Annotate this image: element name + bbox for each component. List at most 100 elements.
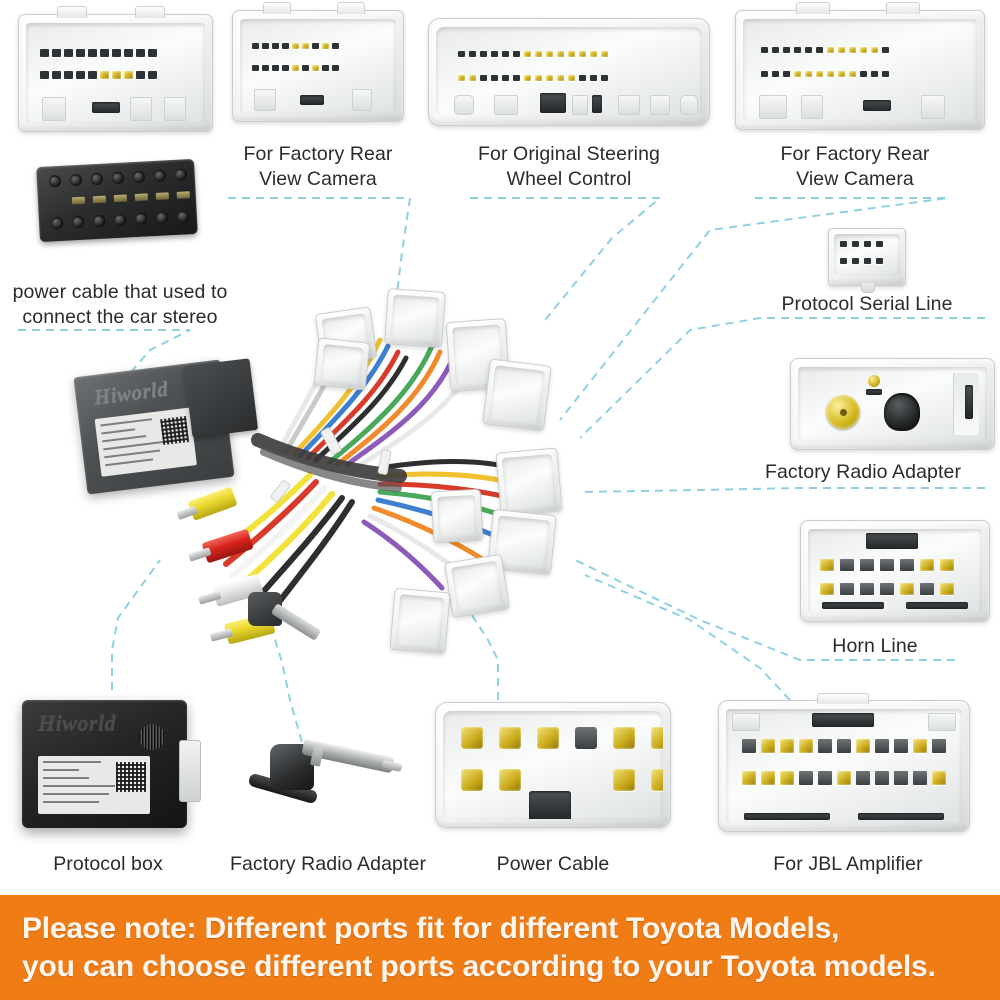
label-text-line [101, 428, 136, 435]
caption-power-cable-stereo: power cable that used to connect the car… [12, 281, 228, 328]
key-block [801, 95, 823, 119]
factory-radio-adapter-connector[interactable] [790, 358, 995, 450]
sub-connector-bottom-right[interactable] [443, 553, 511, 619]
corner-key [732, 713, 760, 731]
pin [772, 47, 779, 53]
pin [100, 49, 109, 57]
caption-protocol-serial-line: Protocol Serial Line [781, 293, 953, 315]
pin [40, 71, 49, 79]
small-slot [866, 389, 882, 395]
connector-well [443, 711, 663, 819]
latch-tab [135, 6, 165, 18]
wiring-harness-hub[interactable]: Hiworld [73, 288, 700, 670]
bottom-bar [858, 813, 944, 820]
pin-slot [742, 739, 756, 753]
pin-gold [913, 739, 927, 753]
rear-view-camera-connector-left[interactable] [232, 2, 404, 122]
pin-gold [302, 43, 309, 49]
caption-horn-line: Horn Line [832, 635, 918, 657]
caption-rear-view-camera-left: For Factory Rear View Camera [243, 143, 393, 190]
power-cable-connector[interactable] [435, 702, 671, 828]
caption-power-cable: Power Cable [496, 853, 610, 875]
protocol-box[interactable]: Hiworld [22, 700, 201, 828]
pin-gold [292, 65, 299, 71]
steering-wheel-control-connector[interactable] [428, 18, 710, 126]
sub-connector-right-mid[interactable] [495, 447, 563, 517]
pin-gold [461, 727, 483, 749]
pin-gold [849, 47, 856, 53]
rear-view-camera-connector-right[interactable] [735, 2, 985, 130]
pin-hole [50, 216, 64, 230]
pin-gold [524, 75, 531, 81]
caption-factory-radio-adapter-bottom: Factory Radio Adapter [229, 853, 427, 875]
pin-slot [860, 583, 874, 595]
pin [76, 71, 85, 79]
pin-gold [838, 47, 845, 53]
pin [860, 71, 867, 77]
factory-radio-antenna-adapter[interactable] [247, 726, 403, 822]
qr-code [160, 416, 190, 446]
box-side-connector [179, 740, 201, 802]
caption-rear-view-camera-right: For Factory Rear View Camera [780, 143, 930, 190]
pin [805, 47, 812, 53]
top-center-slot [866, 533, 918, 549]
pin [64, 49, 73, 57]
protocol-serial-line-connector[interactable] [828, 228, 906, 293]
pin-hole [174, 168, 188, 181]
pin [332, 43, 339, 49]
pin-gold [900, 583, 914, 595]
pin-gold [871, 47, 878, 53]
pin-gold [940, 583, 954, 595]
pin [469, 51, 476, 57]
keyed-slot [592, 95, 602, 113]
key-block [921, 95, 945, 119]
connector-well [26, 23, 205, 123]
antenna-right-angle-plug[interactable] [248, 592, 322, 654]
pin-gold [124, 71, 133, 79]
pin-hole [90, 172, 104, 186]
sub-connector-upper-left-2[interactable] [313, 337, 371, 391]
pin-row-bottom [40, 71, 157, 79]
black-iso-power-connector[interactable] [36, 158, 198, 243]
pin [480, 51, 487, 57]
pin-hole [111, 171, 125, 185]
latch-tab [337, 2, 365, 14]
pin [852, 258, 859, 264]
sub-connector-top-center[interactable] [384, 288, 446, 348]
pin [772, 71, 779, 77]
bottom-bar [822, 602, 884, 609]
pin [272, 43, 279, 49]
white-connector-20pin[interactable] [18, 6, 213, 132]
sub-connector-right-upper[interactable] [482, 358, 552, 432]
terminal [176, 191, 190, 199]
pin-gold [820, 559, 834, 571]
sub-connector-bottom-center[interactable] [389, 587, 451, 655]
pin-gold [820, 583, 834, 595]
label-text-line [43, 793, 109, 795]
harness-connector-block [183, 358, 259, 438]
jbl-amplifier-connector[interactable] [718, 693, 970, 832]
pin-gold [499, 727, 521, 749]
pin [282, 43, 289, 49]
pin-gold [805, 71, 812, 77]
key-block [164, 97, 186, 121]
sub-connector-center-lower[interactable] [430, 488, 484, 544]
bottom-bar [906, 602, 968, 609]
pin-gold [535, 51, 542, 57]
pin [262, 65, 269, 71]
brand-logo: Hiworld [92, 376, 170, 410]
pin-gold [742, 771, 756, 785]
pin [148, 71, 157, 79]
key-block [130, 97, 152, 121]
horn-line-connector[interactable] [800, 520, 990, 622]
connector-well [320, 344, 364, 384]
connector-well [436, 27, 702, 117]
pin-gold [849, 71, 856, 77]
caption-factory-radio-adapter-right: Factory Radio Adapter [764, 461, 962, 483]
pin-hole [92, 214, 106, 228]
latch-tab [817, 693, 869, 704]
pin [458, 51, 465, 57]
pin-gold [837, 771, 851, 785]
pin [491, 75, 498, 81]
